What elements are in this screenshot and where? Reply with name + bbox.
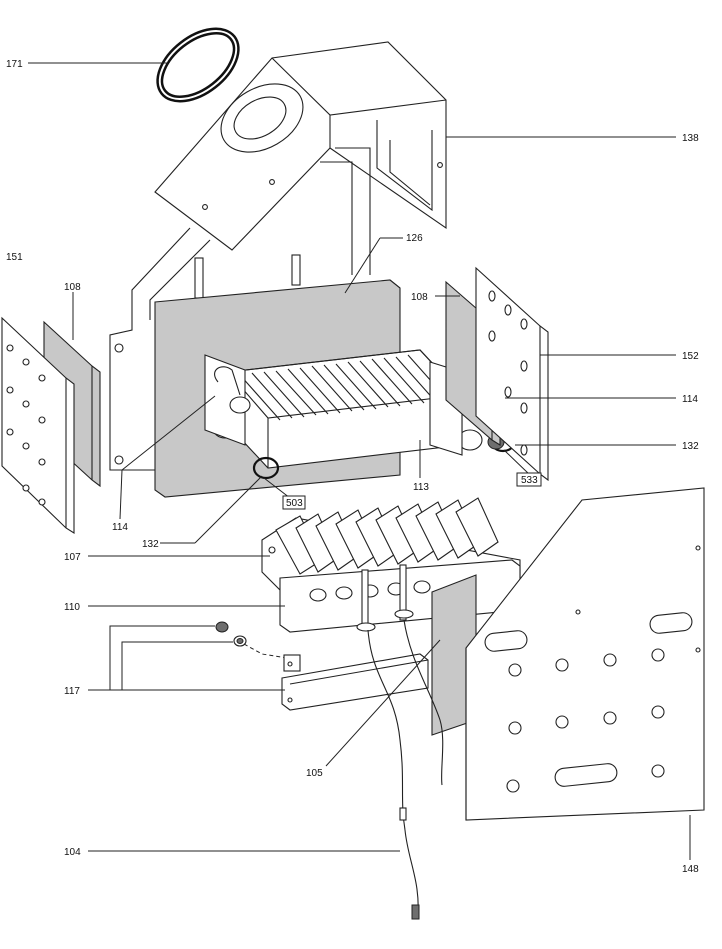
callout-104: 104	[64, 847, 81, 858]
callout-148: 148	[682, 864, 699, 875]
callout-117: 117	[64, 686, 80, 697]
sensor-cable	[367, 619, 444, 920]
callout-132-left: 132	[142, 539, 159, 550]
boxed-label-503: 503	[282, 495, 306, 510]
callout-126: 126	[406, 233, 423, 244]
callout-labels: 171 138 151 108 126 108 152 114 132 113 …	[6, 59, 699, 875]
burner-blades	[275, 497, 499, 575]
callout-108-right: 108	[411, 292, 428, 303]
callout-110: 110	[64, 602, 80, 613]
callout-107: 107	[64, 552, 81, 563]
callout-113: 113	[413, 482, 429, 493]
callout-151: 151	[6, 252, 23, 263]
leader-lines	[28, 62, 691, 860]
boxed-label-533: 533	[516, 472, 542, 487]
callout-114-right: 114	[682, 394, 698, 405]
front-cover	[465, 487, 705, 821]
gas-pipe-fittings	[215, 621, 429, 711]
callout-114-left: 114	[112, 522, 128, 533]
callout-152: 152	[682, 351, 699, 362]
callout-503: 503	[286, 498, 303, 509]
heat-exchanger	[204, 349, 483, 469]
side-panel-right	[475, 266, 549, 482]
callout-108-left: 108	[64, 282, 81, 293]
side-panel-left	[1, 316, 75, 534]
callout-138: 138	[682, 133, 699, 144]
callout-105: 105	[306, 768, 323, 779]
combustion-chamber-frame	[109, 147, 371, 471]
gasket-left	[252, 456, 280, 480]
heat-exchanger-fins	[239, 354, 449, 421]
callout-171: 171	[6, 59, 23, 70]
flue-hood	[154, 41, 447, 251]
sensor-clip-left	[214, 366, 251, 414]
burner-assembly	[261, 497, 521, 611]
callout-533: 533	[521, 475, 538, 486]
callout-132-right: 132	[682, 441, 699, 452]
o-ring-seal	[156, 27, 240, 103]
